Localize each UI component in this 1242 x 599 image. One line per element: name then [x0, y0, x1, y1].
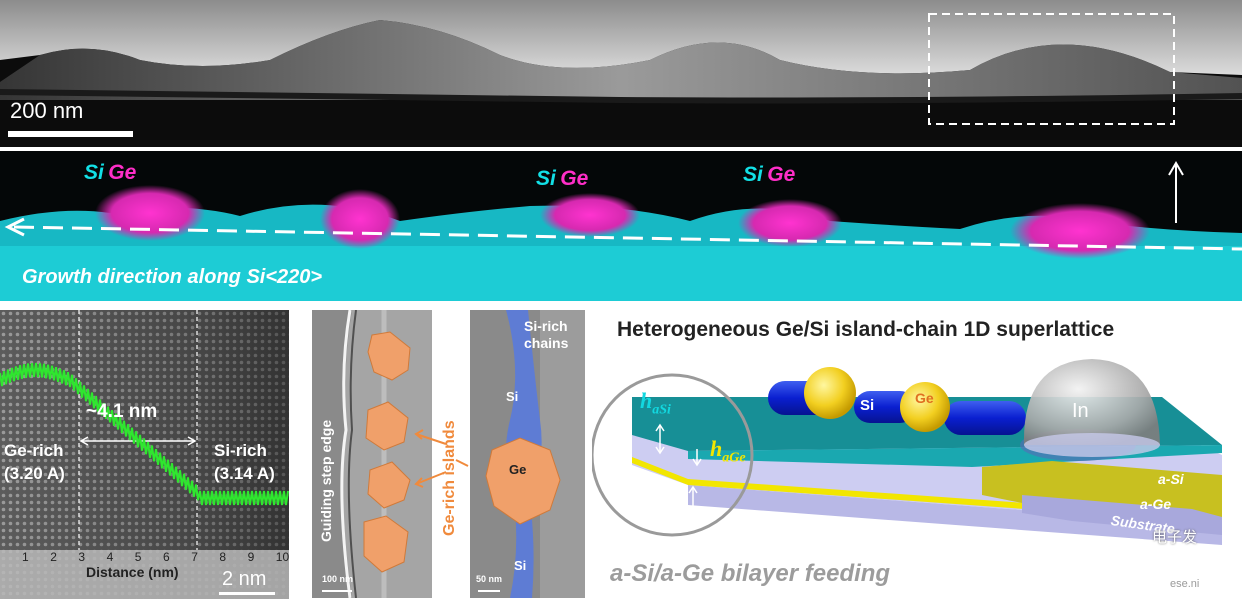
- si-label: Si: [536, 167, 556, 190]
- indium-droplet: [1023, 359, 1160, 445]
- spacing-label: ~4.1 nm: [86, 401, 158, 422]
- si-rich-label: Si-rich: [214, 441, 267, 460]
- ge-island-map: [95, 185, 205, 241]
- tem-image-graphic: [0, 0, 1242, 147]
- x-tick-label: 4: [106, 550, 114, 564]
- x-axis-label: Distance (nm): [86, 564, 179, 580]
- x-tick-label: 2: [50, 550, 57, 564]
- hrtem-scale-bar: [219, 592, 275, 595]
- schematic-diagram: [592, 359, 1222, 545]
- h-asi-main: h: [640, 388, 653, 413]
- ge-island: [367, 331, 411, 381]
- x-tick-label: 6: [163, 550, 170, 564]
- layer-asi-label: a-Si: [1158, 471, 1184, 487]
- sphere-ge-label: Ge: [915, 390, 934, 406]
- cylinder-si-label: Si: [860, 397, 875, 414]
- x-tick-label: 3: [78, 550, 86, 564]
- sem2-graphic: [470, 310, 585, 598]
- ge-island: [363, 515, 409, 573]
- chains-label-line1: Si-rich: [524, 318, 568, 334]
- x-tick-label: 1: [22, 550, 29, 564]
- ge-label: Ge: [509, 462, 527, 477]
- watermark-cn: 电子发: [1152, 529, 1198, 546]
- h-age-sub: aGe: [722, 450, 746, 466]
- ge-rich-value: (3.20 A): [4, 464, 65, 483]
- h-asi-label: haSi: [640, 388, 671, 418]
- sem1-graphic: [312, 310, 432, 598]
- ge-island-map: [1010, 203, 1150, 259]
- ge-label: Ge: [560, 167, 589, 190]
- zoom-circle: [592, 373, 754, 537]
- tem-scale-bar: [8, 131, 133, 137]
- sem2-scale-label: 50 nm: [476, 574, 503, 584]
- x-axis-ticks: 1 2 3 4 5 6 7 8 9 10: [0, 548, 289, 564]
- ge-sphere: [804, 367, 856, 419]
- si-label-top: Si: [506, 389, 519, 404]
- si-rich-value: (3.14 A): [214, 464, 275, 483]
- ge-island-map: [738, 199, 842, 247]
- island-pointer-arrows: [414, 429, 469, 488]
- x-tick-label: 8: [219, 550, 227, 564]
- element-label-group-3: Si Ge: [743, 163, 795, 187]
- x-tick-label: 10: [275, 550, 289, 564]
- h-age-main: h: [710, 436, 723, 461]
- hrtem-image: ~4.1 nm Ge-rich (3.20 A) Si-rich (3.14 A…: [0, 310, 289, 599]
- tem-scale-label: 200 nm: [10, 98, 84, 123]
- x-tick-label: 7: [191, 550, 198, 564]
- composition-profile-line: [0, 362, 289, 506]
- ge-island-map: [540, 193, 640, 237]
- eds-elemental-map: Si Ge Si Ge Si Ge Growth direction along…: [0, 151, 1242, 301]
- si-rich-chains-label: Si-rich chains: [524, 318, 568, 352]
- hrtem-scale-label: 2 nm: [222, 568, 267, 590]
- ge-label: Ge: [108, 161, 137, 184]
- ge-islands-label: Ge-rich islands: [441, 420, 458, 536]
- arrowhead-left-icon: [4, 217, 25, 237]
- ge-island: [365, 401, 409, 451]
- x-tick-label: 9: [247, 550, 255, 564]
- h-asi-sub: aSi: [652, 402, 671, 418]
- growth-direction-label: Growth direction along Si<220>: [22, 266, 323, 288]
- growth-direction-arrow: [13, 225, 1242, 251]
- si-label: Si: [743, 163, 763, 186]
- ge-island: [485, 437, 561, 525]
- ge-sphere: [900, 382, 950, 432]
- sem-image-si-chains: Si-rich chains Si Ge Si 50 nm: [470, 310, 585, 598]
- ge-island: [367, 461, 411, 509]
- hrtem-graphic: [0, 310, 289, 599]
- in-droplet-label: In: [1072, 400, 1089, 422]
- element-label-group-2: Si Ge: [536, 167, 588, 191]
- h-age-label: haGe: [710, 436, 746, 466]
- schematic-title: Heterogeneous Ge/Si island-chain 1D supe…: [617, 318, 1115, 341]
- eds-map-graphic: [0, 151, 1242, 301]
- chains-label-line2: chains: [524, 335, 569, 351]
- arrowhead-up-icon: [1168, 161, 1184, 176]
- step-edge-label: Guiding step edge: [318, 419, 334, 542]
- bilayer-feeding-label: a-Si/a-Ge bilayer feeding: [610, 560, 891, 587]
- sem1-scale-label: 100 nm: [322, 574, 354, 584]
- layer-age-label: a-Ge: [1140, 496, 1172, 512]
- si-label-bottom: Si: [514, 558, 527, 573]
- ge-rich-label: Ge-rich: [4, 441, 64, 460]
- ge-island-map: [320, 189, 400, 249]
- x-tick-label: 5: [134, 550, 142, 564]
- selection-box: [928, 13, 1175, 125]
- ge-label: Ge: [767, 163, 796, 186]
- element-label-group-1: Si Ge: [84, 161, 136, 185]
- sem-image-step-edge: Guiding step edge 100 nm: [312, 310, 432, 598]
- si-label: Si: [84, 161, 104, 184]
- tem-cross-section-image: 200 nm: [0, 0, 1242, 147]
- watermark-url: ese.ni: [1170, 578, 1200, 590]
